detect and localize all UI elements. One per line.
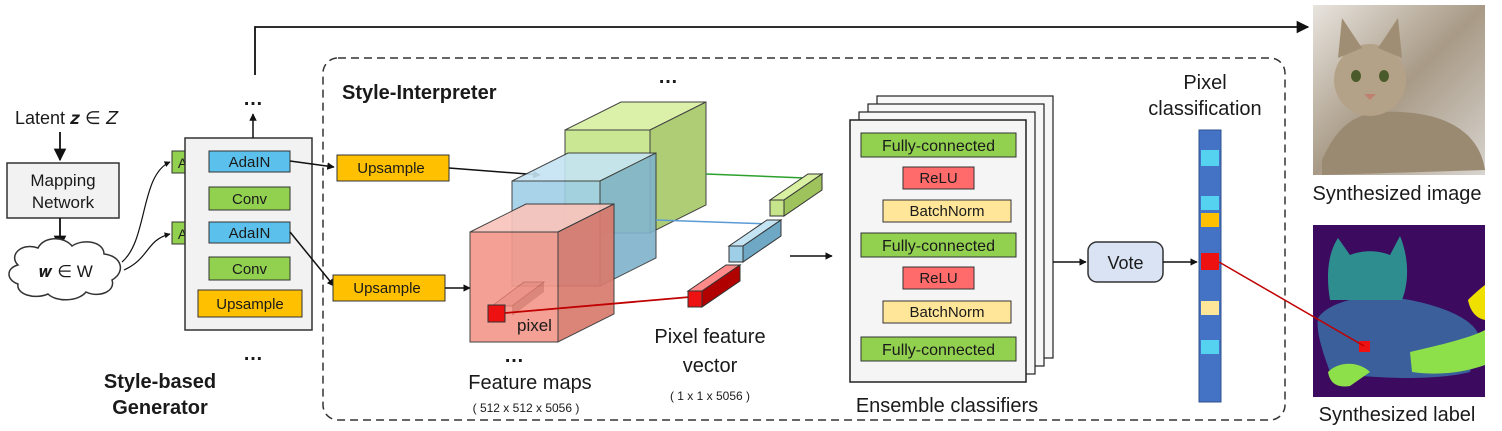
image-output-arrow — [254, 20, 1310, 75]
mapping-network-box: Mapping Network — [6, 162, 120, 219]
generator-adain-top: AdaIN — [208, 150, 291, 173]
style-interpreter-frame — [322, 57, 1286, 421]
generator-title-line2: Generator — [112, 397, 208, 419]
pixel-feature-label-2: vector — [683, 355, 738, 377]
classifier-layer-relu-2: ReLU — [902, 266, 975, 290]
classifier-layer-fc-3-label: Fully-connected — [882, 342, 995, 359]
pixel-marker — [487, 304, 506, 323]
feature-vector-green — [768, 173, 824, 217]
feature-maps-label: Feature maps — [468, 372, 591, 394]
generator-title-line1: Style-based — [104, 371, 216, 393]
classifier-layer-fc-2: Fully-connected — [860, 232, 1017, 258]
pixel-feature-dims: ( 1 x 1 x 5056 ) — [670, 389, 750, 403]
pixel-label: pixel — [517, 316, 552, 335]
vote-box: Vote — [1087, 241, 1164, 283]
green-cube-link — [705, 173, 806, 179]
synthesized-label-map — [1313, 225, 1485, 397]
feature-maps-ellipsis: … — [504, 345, 524, 367]
interpreter-upsample-top: Upsample — [336, 154, 450, 182]
generator-adain-top-label: AdaIN — [229, 154, 271, 171]
w-latent-cloud: 𝒘 ∈ W — [8, 238, 122, 301]
a-box-bottom-label: A — [178, 226, 188, 242]
classifier-layer-bn-2: BatchNorm — [882, 300, 1012, 324]
classifier-layer-fc-1: Fully-connected — [860, 132, 1017, 158]
pixel-to-label-link — [1218, 261, 1365, 347]
classifier-layer-relu-1-label: ReLU — [919, 170, 957, 187]
classifier-layer-bn-1: BatchNorm — [882, 199, 1012, 223]
feature-vector-red — [686, 264, 742, 308]
adain-top-to-upsample-arrow — [289, 160, 335, 170]
generator-conv-top: Conv — [208, 186, 291, 211]
blue-cube-link — [655, 219, 773, 225]
style-interpreter-title: Style-Interpreter — [342, 82, 497, 104]
generator-top-ellipsis: … — [243, 88, 263, 110]
generator-adain-bottom-label: AdaIN — [229, 225, 271, 242]
interpreter-upsample-top-label: Upsample — [357, 160, 425, 177]
classifier-layer-bn-2-label: BatchNorm — [909, 304, 984, 321]
adain-bottom-to-upsample-arrow — [289, 231, 335, 287]
latent-label: Latent 𝒛 ∈ 𝑍 — [15, 108, 119, 128]
upsample-top-to-cube-arrow — [448, 167, 541, 179]
generator-conv-bottom-label: Conv — [232, 261, 268, 278]
pixel-feature-label-1: Pixel feature — [654, 326, 765, 348]
generator-upsample-label: Upsample — [216, 296, 284, 313]
synthesized-image-label: Synthesized image — [1313, 183, 1482, 205]
classifier-layer-relu-2-label: ReLU — [919, 270, 957, 287]
generator-upsample: Upsample — [197, 289, 303, 318]
w-to-a-bottom-curve — [123, 232, 171, 271]
w-to-a-top-curve — [121, 161, 171, 263]
classifier-layer-relu-1: ReLU — [902, 166, 975, 190]
generator-conv-top-label: Conv — [232, 191, 268, 208]
w-latent-label: 𝒘 ∈ W — [39, 262, 93, 281]
feature-maps-dims: ( 512 x 512 x 5056 ) — [473, 401, 580, 415]
classifier-layer-fc-3: Fully-connected — [860, 336, 1017, 362]
vote-label: Vote — [1107, 253, 1143, 273]
synthesized-image — [1313, 5, 1485, 175]
pixel-classification-column — [1198, 129, 1222, 403]
synthesized-label-label: Synthesized label — [1319, 404, 1476, 426]
generator-bottom-ellipsis: … — [243, 343, 263, 365]
red-pixel-link — [504, 296, 691, 314]
pixel-classification-label-2: classification — [1148, 98, 1261, 120]
ensemble-classifiers-label: Ensemble classifiers — [856, 395, 1038, 417]
feature-vector-blue — [727, 219, 783, 263]
mapping-network-label-2: Network — [32, 193, 95, 212]
classifier-layer-bn-1-label: BatchNorm — [909, 203, 984, 220]
classifier-layer-fc-2-label: Fully-connected — [882, 238, 995, 255]
generator-adain-bottom: AdaIN — [208, 221, 291, 244]
a-box-top-label: A — [178, 155, 188, 171]
classifier-layer-fc-1-label: Fully-connected — [882, 138, 995, 155]
generator-conv-bottom: Conv — [208, 256, 291, 281]
interpreter-upsample-bottom: Upsample — [332, 274, 446, 302]
mapping-network-label-1: Mapping — [30, 171, 95, 190]
interpreter-upsample-bottom-label: Upsample — [353, 280, 421, 297]
feature-cube-ellipsis: … — [658, 66, 678, 88]
pixel-classification-label-1: Pixel — [1183, 72, 1226, 94]
